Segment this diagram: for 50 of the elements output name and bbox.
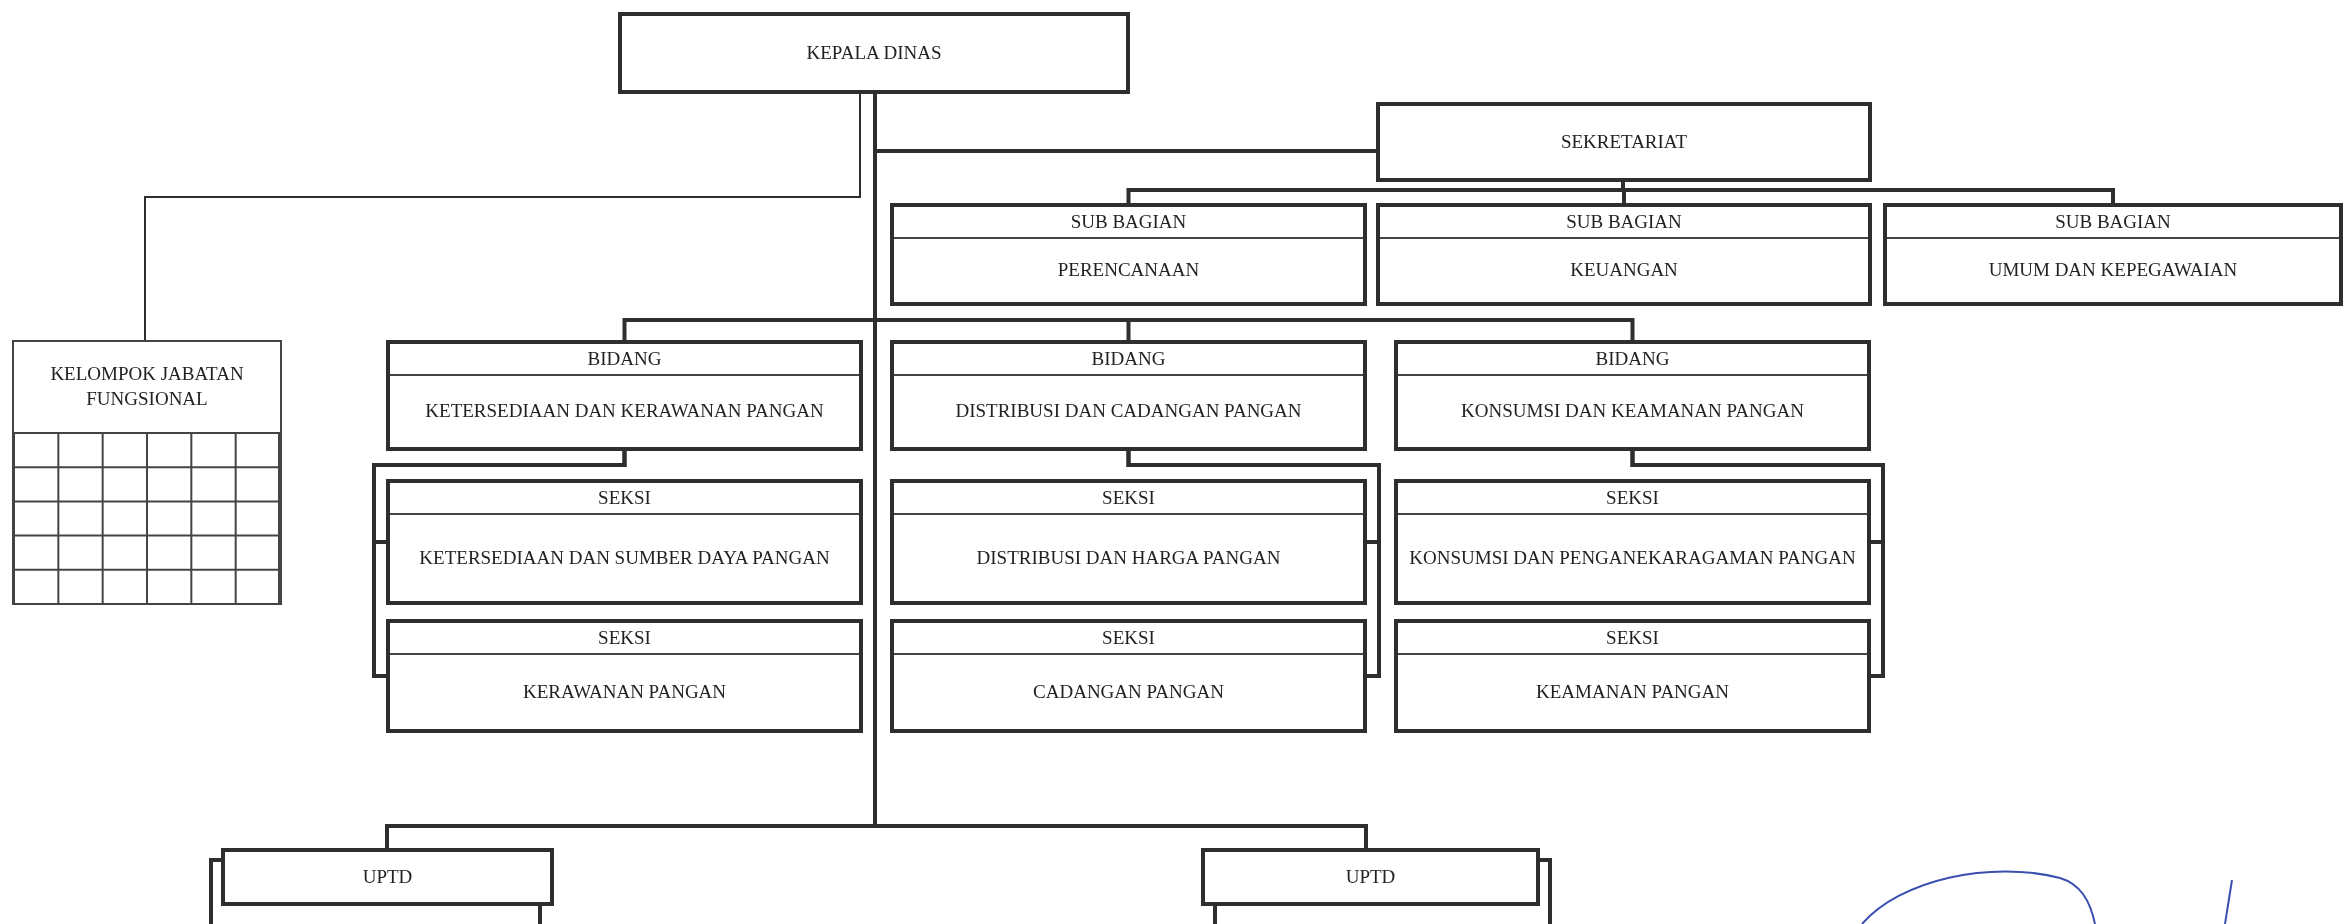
unit-type-heading: SUB BAGIAN [2055, 209, 2171, 234]
unit-name: SEKRETARIAT [1560, 129, 1688, 154]
org-box [12, 340, 282, 605]
unit-type-heading: SUB BAGIAN [1070, 209, 1187, 234]
unit-type-heading: SEKSI [598, 485, 651, 510]
unit-type-heading: SEKSI [1606, 625, 1659, 650]
unit-name: KELOMPOK JABATAN FUNGSIONAL [49, 362, 245, 411]
org-box [386, 479, 863, 605]
org-box [890, 479, 1367, 605]
org-box [1394, 340, 1871, 451]
org-box [890, 203, 1367, 306]
unit-type-heading: SEKSI [1606, 485, 1659, 510]
unit-type-heading: SEKSI [1102, 485, 1155, 510]
org-box [1394, 479, 1871, 605]
unit-type-heading: BIDANG [1595, 346, 1670, 371]
unit-type-heading: SEKSI [1102, 625, 1155, 650]
org-box [618, 12, 1130, 94]
org-box [1376, 203, 1872, 306]
unit-name: KEAMANAN PANGAN [1536, 679, 1729, 704]
unit-type-heading: BIDANG [1091, 346, 1166, 371]
unit-name: UMUM DAN KEPEGAWAIAN [1988, 258, 2238, 283]
unit-name: DISTRIBUSI DAN HARGA PANGAN [976, 545, 1281, 570]
org-box [221, 848, 554, 906]
unit-name: KEUANGAN [1570, 258, 1678, 283]
unit-name: KERAWANAN PANGAN [522, 679, 727, 704]
unit-name: PERENCANAAN [1057, 258, 1200, 283]
unit-name: KETERSEDIAAN DAN KERAWANAN PANGAN [425, 399, 824, 424]
org-box [890, 619, 1367, 733]
unit-name: KONSUMSI DAN KEAMANAN PANGAN [1461, 399, 1804, 424]
org-box [890, 340, 1367, 451]
unit-name: DISTRIBUSI DAN CADANGAN PANGAN [955, 399, 1302, 424]
unit-type-heading: SEKSI [598, 625, 651, 650]
unit-name: KEPALA DINAS [806, 40, 942, 65]
connector-line [1126, 451, 1381, 678]
org-box [386, 340, 863, 451]
connector-line [372, 451, 627, 678]
org-box [1201, 848, 1540, 906]
unit-name: UPTD [362, 864, 413, 889]
unit-name: UPTD [1345, 864, 1396, 889]
connector-line [1630, 451, 1885, 678]
org-box [1376, 102, 1872, 182]
org-box [386, 619, 863, 733]
org-box [1883, 203, 2343, 306]
unit-type-heading: BIDANG [587, 346, 662, 371]
unit-name: KONSUMSI DAN PENGANEKARAGAMAN PANGAN [1409, 545, 1856, 570]
unit-type-heading: SUB BAGIAN [1566, 209, 1682, 234]
unit-name: CADANGAN PANGAN [1033, 679, 1224, 704]
org-box [1394, 619, 1871, 733]
unit-name: KETERSEDIAAN DAN SUMBER DAYA PANGAN [419, 545, 830, 570]
connector-line [144, 93, 861, 341]
